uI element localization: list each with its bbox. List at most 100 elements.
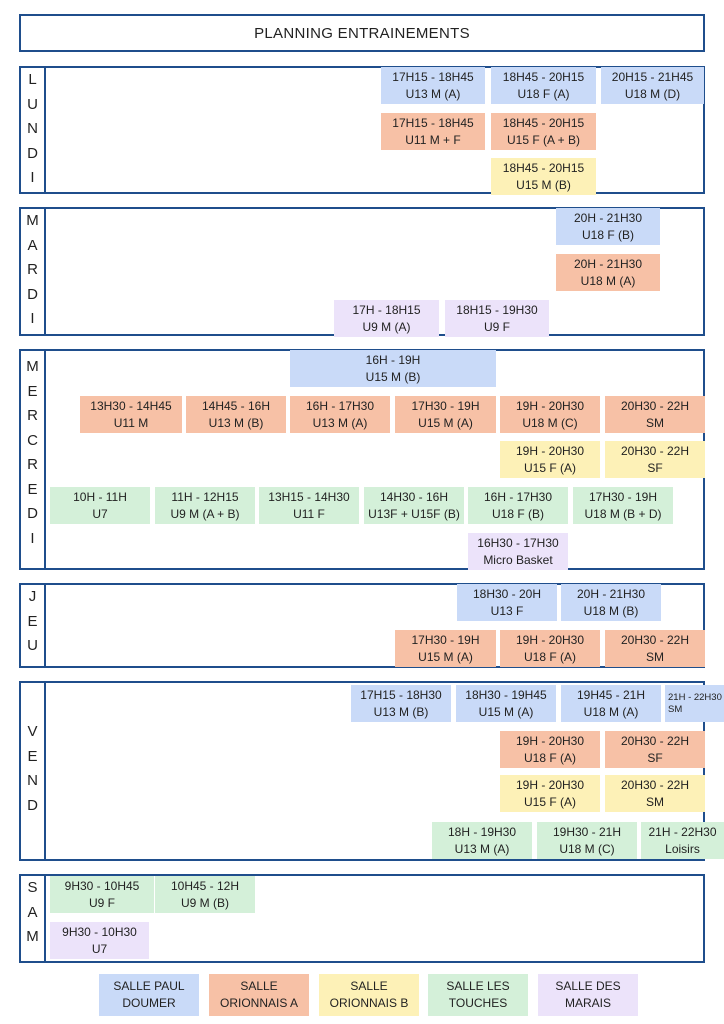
day-label-letter: L [28, 71, 37, 88]
slot-group: U9 F [88, 895, 115, 910]
day-label-letter: E [27, 480, 38, 498]
legend-line: SALLE DES [555, 979, 621, 993]
slot-time: 20H30 - 22H [620, 777, 690, 792]
slot-time: 20H - 21H30 [576, 586, 646, 601]
slot-group: SM [646, 415, 664, 430]
slot-time: 16H30 - 17H30 [477, 535, 559, 550]
slot-time: 20H - 21H30 [573, 210, 643, 225]
day-label-letter: U [27, 637, 38, 654]
training-slot: 17H30 - 19H U18 M (B + D) [573, 487, 673, 524]
slot-time: 14H30 - 16H [379, 489, 449, 504]
slot-time: 18H30 - 19H45 [465, 687, 547, 702]
slot-time: 17H - 18H15 [352, 302, 421, 317]
legend-line: MARAIS [564, 996, 611, 1010]
slot-time: 19H - 20H30 [515, 733, 585, 748]
slot-group: U13F + U15F (B) [368, 506, 460, 521]
slot-time: 9H30 - 10H30 [62, 924, 137, 939]
slot-group: U15 M (A) [478, 704, 534, 719]
slot-time: 10H - 11H [73, 489, 127, 504]
slot-time: 17H15 - 18H30 [360, 687, 442, 702]
slot-group: U11 M + F [405, 132, 461, 147]
day-label-letter: D [27, 796, 38, 814]
slot-group: U15 M (B) [365, 369, 421, 384]
slot-time: 18H - 19H30 [447, 824, 517, 839]
slot-group: U15 F (A) [523, 794, 576, 809]
training-slot: 18H15 - 19H30 U9 F [445, 300, 549, 337]
slot-group: U13 M (A) [454, 841, 510, 856]
slot-group: U18 M (A) [580, 273, 636, 288]
slot-time: 17H15 - 18H45 [392, 115, 474, 130]
slot-group: U18 M (A) [583, 704, 639, 719]
slot-time: 19H - 20H30 [515, 632, 585, 647]
slot-time: 18H45 - 20H15 [502, 115, 585, 130]
slot-group: U18 F (A) [523, 750, 576, 765]
day-label-letter: A [27, 236, 38, 254]
slot-time: 20H30 - 22H [620, 398, 690, 413]
slot-group: Loisirs [665, 841, 700, 856]
slot-time: 9H30 - 10H45 [64, 878, 140, 893]
training-slot: 9H30 - 10H45 U9 F [50, 876, 154, 913]
slot-group: U18 F (A) [517, 86, 570, 101]
slot-time: 20H - 21H30 [573, 256, 643, 271]
slot-time: 17H15 - 18H45 [392, 69, 474, 84]
slot-group: U13 M (B) [373, 704, 429, 719]
slot-group: U18 M (C) [559, 841, 615, 856]
day-label-letter: I [30, 169, 35, 186]
legend-line: ORIONNAIS B [329, 996, 409, 1010]
training-slot: 20H30 - 22H SM [605, 775, 705, 812]
slot-group: U15 F (A) [523, 460, 576, 475]
slot-time: 11H - 12H15 [171, 489, 239, 504]
day-label-letter: N [27, 772, 38, 789]
slot-group: U7 [91, 941, 108, 956]
legend-line: SALLE LES [446, 979, 510, 993]
slot-group: U18 M (B + D) [584, 506, 662, 521]
day-label-letter: D [27, 285, 38, 303]
slot-time: 18H45 - 20H15 [502, 160, 585, 175]
slot-time: 17H30 - 19H [588, 489, 658, 504]
slot-group: U11 M [113, 415, 149, 430]
slot-time: 20H15 - 21H45 [611, 69, 694, 84]
slot-time: 19H - 20H30 [515, 398, 585, 413]
slot-group: SM [646, 794, 664, 809]
slot-time: 19H - 20H30 [515, 777, 585, 792]
slot-time: 18H15 - 19H30 [456, 302, 538, 317]
slot-time: 19H30 - 21H [552, 824, 622, 839]
training-slot: 19H30 - 21H U18 M (C) [537, 822, 637, 859]
slot-group: U9 M (B) [181, 895, 229, 910]
slot-time: 14H45 - 16H [201, 398, 271, 413]
legend-item-marais: SALLE DES MARAIS [538, 974, 638, 1016]
slot-time: 18H45 - 20H15 [502, 69, 585, 84]
day-label-letter: I [30, 310, 35, 327]
day-label-letter: A [27, 903, 38, 921]
slot-group: U9 F [483, 319, 510, 334]
slot-group: U13 M (A) [312, 415, 368, 430]
